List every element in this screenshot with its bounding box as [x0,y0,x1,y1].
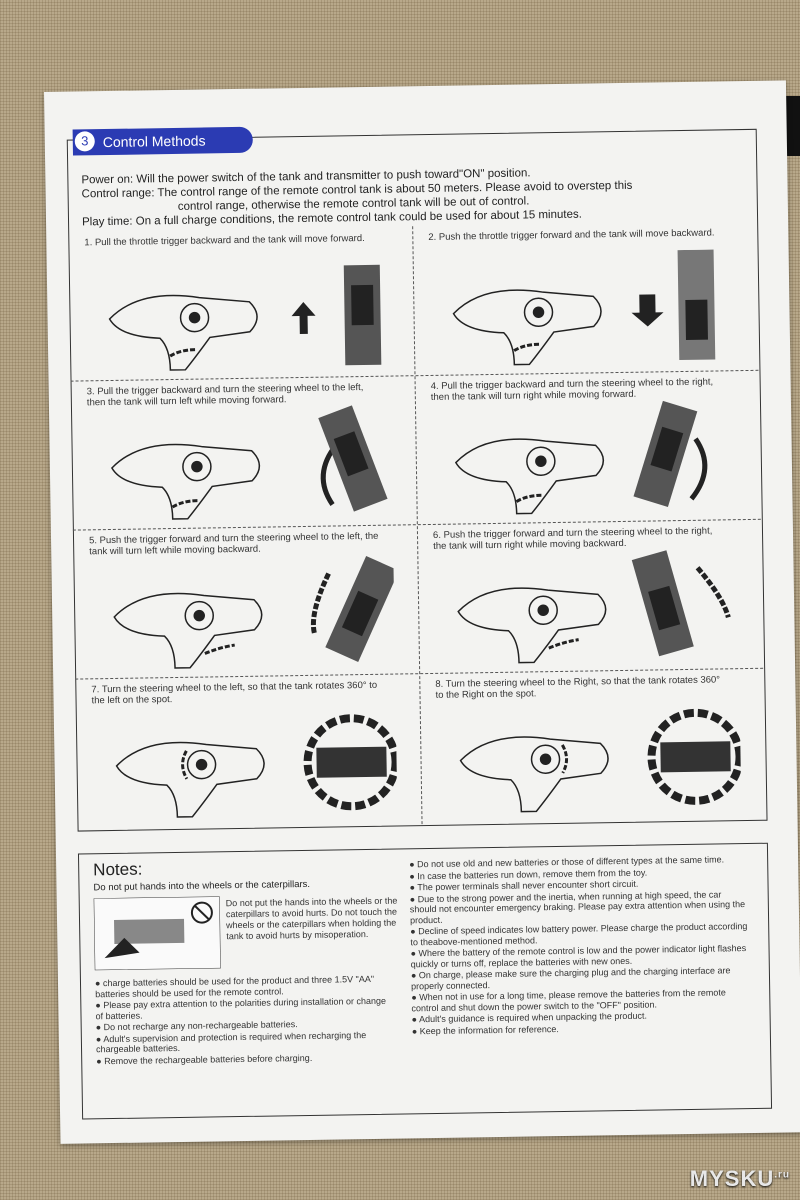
tank-icon [343,264,382,366]
prohibited-icon [190,901,213,924]
step-5: 5. Push the trigger forward and turn the… [73,524,419,678]
tank-icon [318,405,388,512]
section-header: 3 Control Methods [72,126,253,156]
watermark: MYSKU.ru [689,1166,790,1191]
step-caption: 2. Push the throttle trigger forward and… [428,227,715,243]
step-illustration [110,405,388,520]
arrow-icon [204,643,235,655]
step-1: 1. Pull the throttle trigger backward an… [68,226,414,380]
step-illustration [454,400,708,515]
transmitter-icon [113,592,263,669]
tank-icon [633,400,698,507]
tank-icon [631,550,694,657]
section-number: 3 [74,131,95,152]
step-7: 7. Turn the steering wheel to the left, … [75,673,421,827]
tank-icon [677,249,716,361]
rotate-arrow-icon [561,744,569,774]
transmitter-icon [457,587,607,664]
step-4: 4. Pull the trigger backward and turn th… [414,370,760,524]
warning-text: Do not put the hands into the wheels or … [225,895,398,942]
tank-icon [325,555,396,662]
transmitter-icon [452,289,602,366]
transmitter-icon [110,443,261,520]
step-3: 3. Pull the trigger backward and turn th… [71,375,417,529]
warning-illustration [93,896,221,971]
arrow-icon [171,499,198,509]
step-illustration [115,714,398,818]
rotate-arrow-icon [181,750,189,780]
step-illustration [459,708,742,813]
intro-text: Power on: Will the power switch of the t… [81,163,742,229]
step-illustration [452,249,716,366]
note-item: ● Due to the strong power and the inerti… [409,888,746,925]
arrow-down-icon [631,294,664,327]
step-2: 2. Push the throttle trigger forward and… [412,221,758,375]
steps-grid: 1. Pull the throttle trigger backward an… [68,221,765,830]
curved-arrow-icon [689,437,708,501]
transmitter-icon [108,294,258,371]
step-illustration [457,550,731,664]
rotation-ring [647,708,742,805]
notes-box: Notes: Do not put hands into the wheels … [77,842,773,1120]
step-illustration [113,555,396,669]
tank-icon [660,741,731,773]
arrow-icon [548,638,579,650]
transmitter-icon [115,741,265,818]
notes-title: Notes: [93,859,143,880]
arrow-up-icon [291,301,316,335]
step-caption: 1. Pull the throttle trigger backward an… [84,232,365,249]
notes-right-list: ● Do not use old and new batteries or th… [409,854,752,1037]
notes-left-list: ● charge batteries should be used for th… [95,974,396,1068]
instruction-sheet: 3 Control Methods Power on: Will the pow… [44,80,800,1144]
step-8: 8. Turn the steering wheel to the Right,… [419,668,765,822]
curved-arrow-icon [310,572,331,635]
step-6: 6. Push the trigger forward and turn the… [417,519,763,673]
tank-icon [316,746,387,778]
rotation-ring [303,714,398,811]
transmitter-icon [459,736,609,813]
arrow-icon [169,348,196,358]
arrow-icon [515,493,542,503]
notes-subtitle: Do not put hands into the wheels or the … [93,878,311,894]
step-illustration [108,264,382,371]
transmitter-icon [454,438,605,515]
arrow-icon [513,342,540,352]
curved-arrow-icon [695,566,731,619]
section-title: Control Methods [102,132,206,151]
